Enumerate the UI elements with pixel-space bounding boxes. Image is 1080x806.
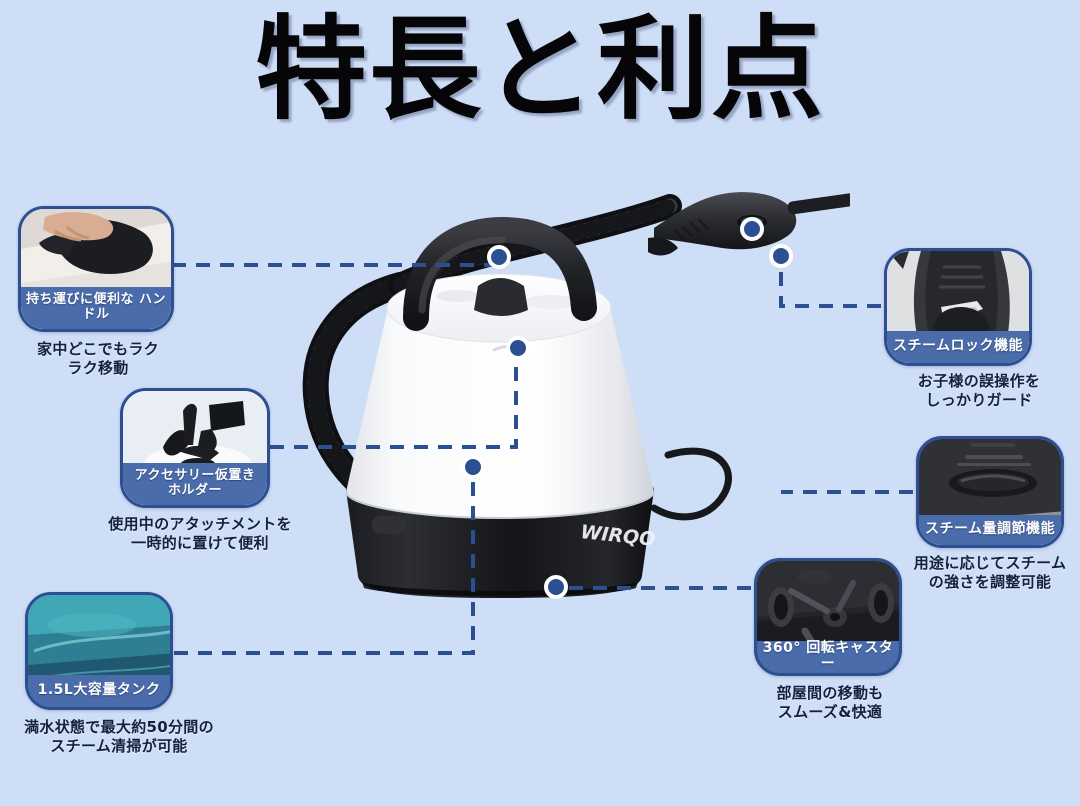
feature-badge-casters: 360° 回転キャスター	[757, 640, 899, 673]
feature-caption-steam-lock: お子様の誤操作を しっかりガード	[917, 372, 1041, 410]
feature-caption-handle: 家中どこでもラク ラク移動	[37, 340, 159, 378]
feature-caption-tank: 満水状態で最大約50分間の スチーム清掃が可能	[24, 718, 214, 756]
feature-caption-accessory-holder: 使用中のアタッチメントを 一時的に置けて便利	[108, 515, 292, 553]
connector-dots	[461, 217, 793, 599]
feature-badge-steam-control: スチーム量調節機能	[919, 515, 1061, 545]
product-illustration: WIRQO	[302, 190, 850, 598]
feature-card-accessory-holder[interactable]: アクセサリー仮置き ホルダー	[120, 388, 270, 508]
feature-card-steam-lock[interactable]: スチームロック機能	[884, 248, 1032, 366]
feature-caption-steam-control: 用途に応じてスチーム の強さを調整可能	[913, 554, 1067, 592]
feature-badge-handle: 持ち運びに便利な ハンドル	[21, 287, 171, 329]
feature-badge-tank: 1.5L大容量タンク	[28, 675, 170, 707]
feature-caption-casters: 部屋間の移動も スムーズ&快適	[776, 684, 884, 722]
feature-card-casters[interactable]: 360° 回転キャスター	[754, 558, 902, 676]
feature-card-steam-control[interactable]: スチーム量調節機能	[916, 436, 1064, 548]
feature-card-tank[interactable]: 1.5L大容量タンク	[25, 592, 173, 710]
page-title: 特長と利点	[255, 5, 825, 135]
feature-badge-accessory-holder: アクセサリー仮置き ホルダー	[123, 463, 267, 505]
feature-badge-steam-lock: スチームロック機能	[887, 331, 1029, 363]
feature-card-handle[interactable]: 持ち運びに便利な ハンドル	[18, 206, 174, 332]
